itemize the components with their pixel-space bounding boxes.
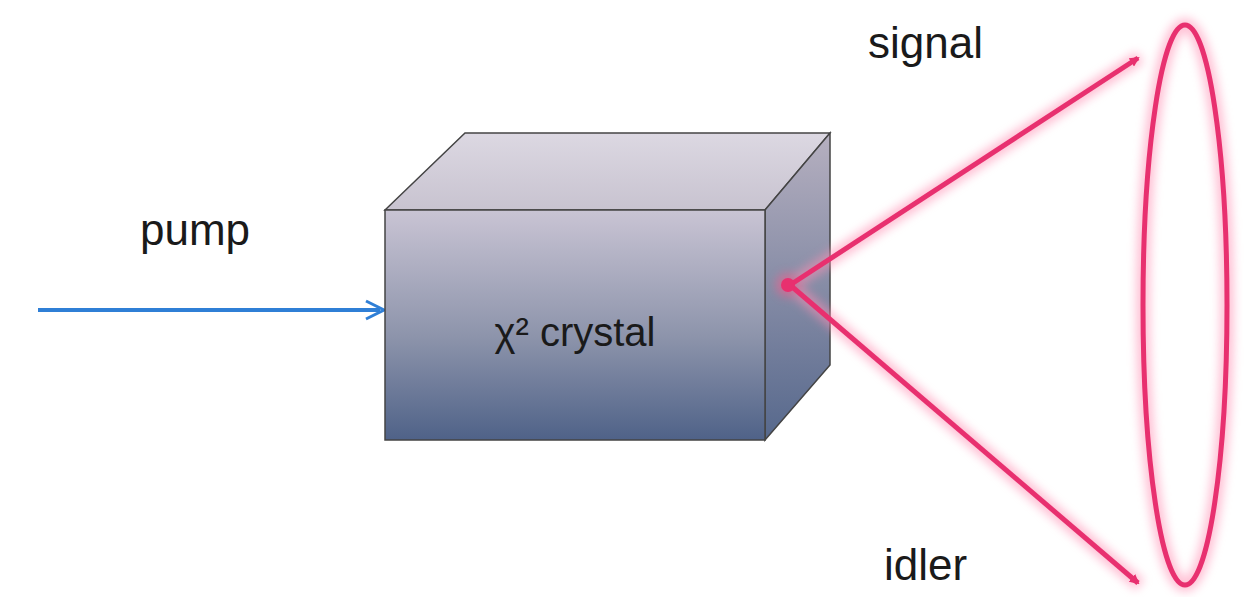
crystal-label: χ² crystal xyxy=(385,310,765,355)
down-converted-beams xyxy=(776,25,1227,585)
crystal-box: χ² crystal xyxy=(385,210,765,440)
pump-beam xyxy=(22,301,384,319)
beam-label: pump xyxy=(140,205,250,255)
crystal-block xyxy=(385,133,830,440)
beam-label: signal xyxy=(868,18,983,68)
beam-label: idler xyxy=(884,540,967,590)
